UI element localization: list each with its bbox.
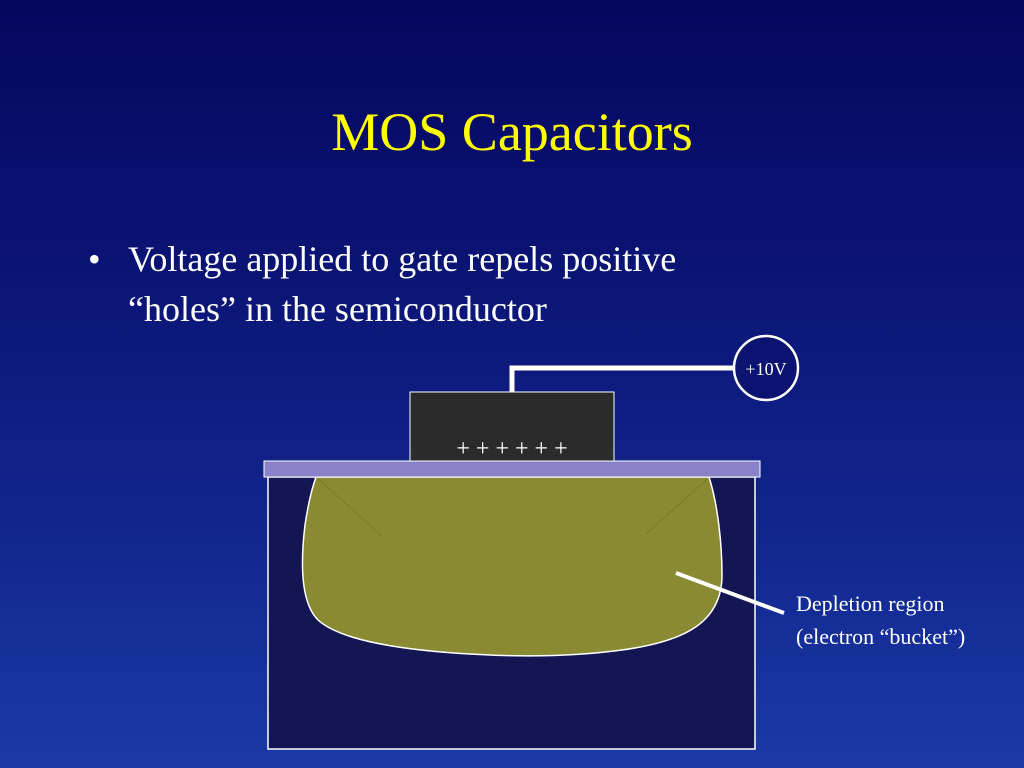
bullet-item: • Voltage applied to gate repels positiv… [88,234,848,334]
depletion-shading-right [645,478,708,535]
bullet-text-line-2: “holes” in the semiconductor [128,289,547,329]
bullet-text-line-1: Voltage applied to gate repels positive [128,239,677,279]
slide-title: MOS Capacitors [331,102,693,162]
oxide-layer [263,460,761,478]
gate-wire [509,365,736,392]
depletion-label-line-2: (electron “bucket”) [796,624,965,649]
bullet-dot-icon: • [88,239,101,279]
depletion-shading-left [317,478,383,537]
bullet-list: • Voltage applied to gate repels positiv… [88,234,848,334]
depletion-pointer-line [675,571,785,615]
depletion-label-line-1: Depletion region [796,591,944,616]
gate-electrode [409,391,615,462]
voltage-source [732,334,800,402]
voltage-label: +10V [745,359,786,379]
depletion-region [301,476,723,657]
gate-charge-label: + + + + + + [456,436,567,462]
